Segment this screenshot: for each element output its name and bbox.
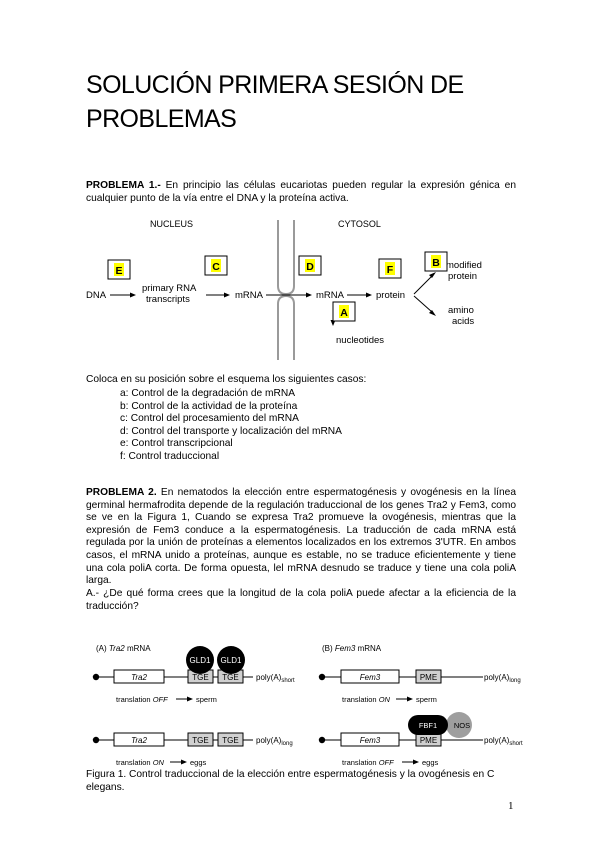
svg-text:eggs: eggs [190, 758, 207, 767]
svg-text:F: F [387, 264, 394, 276]
case-item: a: Control de la degradación de mRNA [120, 388, 295, 399]
nucleus-label: NUCLEUS [150, 219, 193, 229]
nuclear-envelope-top [277, 220, 295, 296]
svg-text:GLD1: GLD1 [190, 656, 211, 665]
svg-text:PME: PME [420, 673, 437, 682]
instructions: Coloca en su posición sobre el esquema l… [86, 374, 367, 385]
svg-text:TGE: TGE [192, 673, 208, 682]
problem1-label: PROBLEMA 1.- [86, 180, 161, 191]
amino-acids-label-1: amino [448, 305, 474, 316]
case-item: e: Control transcripcional [120, 438, 233, 450]
cytosol-label: CYTOSOL [338, 219, 381, 229]
modified-protein-label-1: modified [446, 260, 482, 271]
case-item: b: Control de la actividad de la proteín… [120, 400, 298, 412]
case-item: f: Control traduccional [120, 450, 220, 462]
svg-text:sperm: sperm [416, 695, 437, 704]
svg-text:translation OFF: translation OFF [342, 758, 394, 767]
problem2-text: En nematodos la elección entre espermato… [86, 487, 516, 587]
figure1-caption: Figura 1. Control traduccional de la ele… [86, 769, 495, 793]
case-item: d: Control del transporte y localización… [120, 425, 342, 437]
problem1-paragraph: PROBLEMA 1.- En principio las células eu… [86, 180, 516, 205]
dna-label: DNA [86, 290, 107, 301]
svg-text:sperm: sperm [196, 695, 217, 704]
svg-text:poly(A)short: poly(A)short [484, 736, 523, 747]
svg-text:eggs: eggs [422, 758, 439, 767]
svg-text:Fem3: Fem3 [360, 673, 381, 682]
gld1-protein [217, 646, 245, 674]
svg-text:C: C [212, 261, 220, 273]
svg-text:TGE: TGE [192, 736, 208, 745]
nos-protein [446, 712, 472, 738]
svg-text:Tra2: Tra2 [131, 736, 147, 745]
answer-box-b: B [424, 251, 448, 272]
answer-box-f: F [378, 258, 402, 279]
svg-text:translation ON: translation ON [116, 758, 165, 767]
svg-text:Tra2: Tra2 [131, 673, 147, 682]
answer-box-c: C [204, 255, 228, 276]
primary-rna-label-1: primary RNA [142, 283, 197, 294]
svg-text:poly(A)long: poly(A)long [256, 736, 293, 747]
gene-expression-diagram: NUCLEUS CYTOSOL DNA primary RNA transcri… [86, 219, 482, 360]
nuclear-envelope-bottom [277, 294, 295, 360]
mrna-nucleus-label: mRNA [235, 290, 264, 301]
answer-box-a: A [332, 301, 356, 322]
svg-text:GLD1: GLD1 [221, 656, 242, 665]
figure1-diagram: (A) Tra2 mRNA Tra2 TGE TGE GLD1 GLD1 pol… [92, 644, 523, 767]
modified-protein-label-2: protein [448, 271, 477, 282]
svg-text:TGE: TGE [222, 736, 238, 745]
page-number: 1 [508, 800, 514, 812]
problem2-label: PROBLEMA 2. [86, 487, 157, 498]
amino-acids-label-2: acids [452, 316, 474, 327]
answer-box-e: E [107, 259, 131, 280]
svg-text:E: E [115, 265, 122, 277]
svg-text:PME: PME [420, 736, 437, 745]
problem2-question: A.- ¿De qué forma crees que la longitud … [86, 588, 516, 612]
primary-rna-label-2: transcripts [146, 294, 190, 305]
svg-text:poly(A)short: poly(A)short [256, 673, 295, 684]
nucleotides-label: nucleotides [336, 335, 384, 346]
svg-text:translation ON: translation ON [342, 695, 391, 704]
problem2-paragraph: PROBLEMA 2. En nematodos la elección ent… [86, 487, 516, 588]
mrna-cytosol-label: mRNA [316, 290, 345, 301]
fbf1-protein [408, 715, 448, 735]
page-title: SOLUCIÓN PRIMERA SESIÓN DE PROBLEMAS [86, 71, 464, 133]
protein-label: protein [376, 290, 405, 301]
svg-text:NOS: NOS [454, 721, 470, 730]
svg-text:translation OFF: translation OFF [116, 695, 168, 704]
svg-text:FBF1: FBF1 [419, 721, 437, 730]
cases-list: a: Control de la degradación de mRNA b: … [120, 388, 342, 464]
panel-a-label: (A) Tra2 mRNA [96, 644, 151, 653]
svg-text:poly(A)long: poly(A)long [484, 673, 521, 684]
gld1-protein [186, 646, 214, 674]
answer-box-d: D [298, 255, 322, 276]
svg-text:TGE: TGE [222, 673, 238, 682]
svg-text:D: D [306, 261, 314, 273]
problem1-text: En principio las células eucariotas pued… [86, 180, 516, 204]
case-item: c: Control del procesamiento del mRNA [120, 413, 299, 425]
svg-text:A: A [340, 307, 348, 319]
svg-text:Fem3: Fem3 [360, 736, 381, 745]
panel-b-label: (B) Fem3 mRNA [322, 644, 382, 653]
svg-text:B: B [432, 257, 440, 269]
